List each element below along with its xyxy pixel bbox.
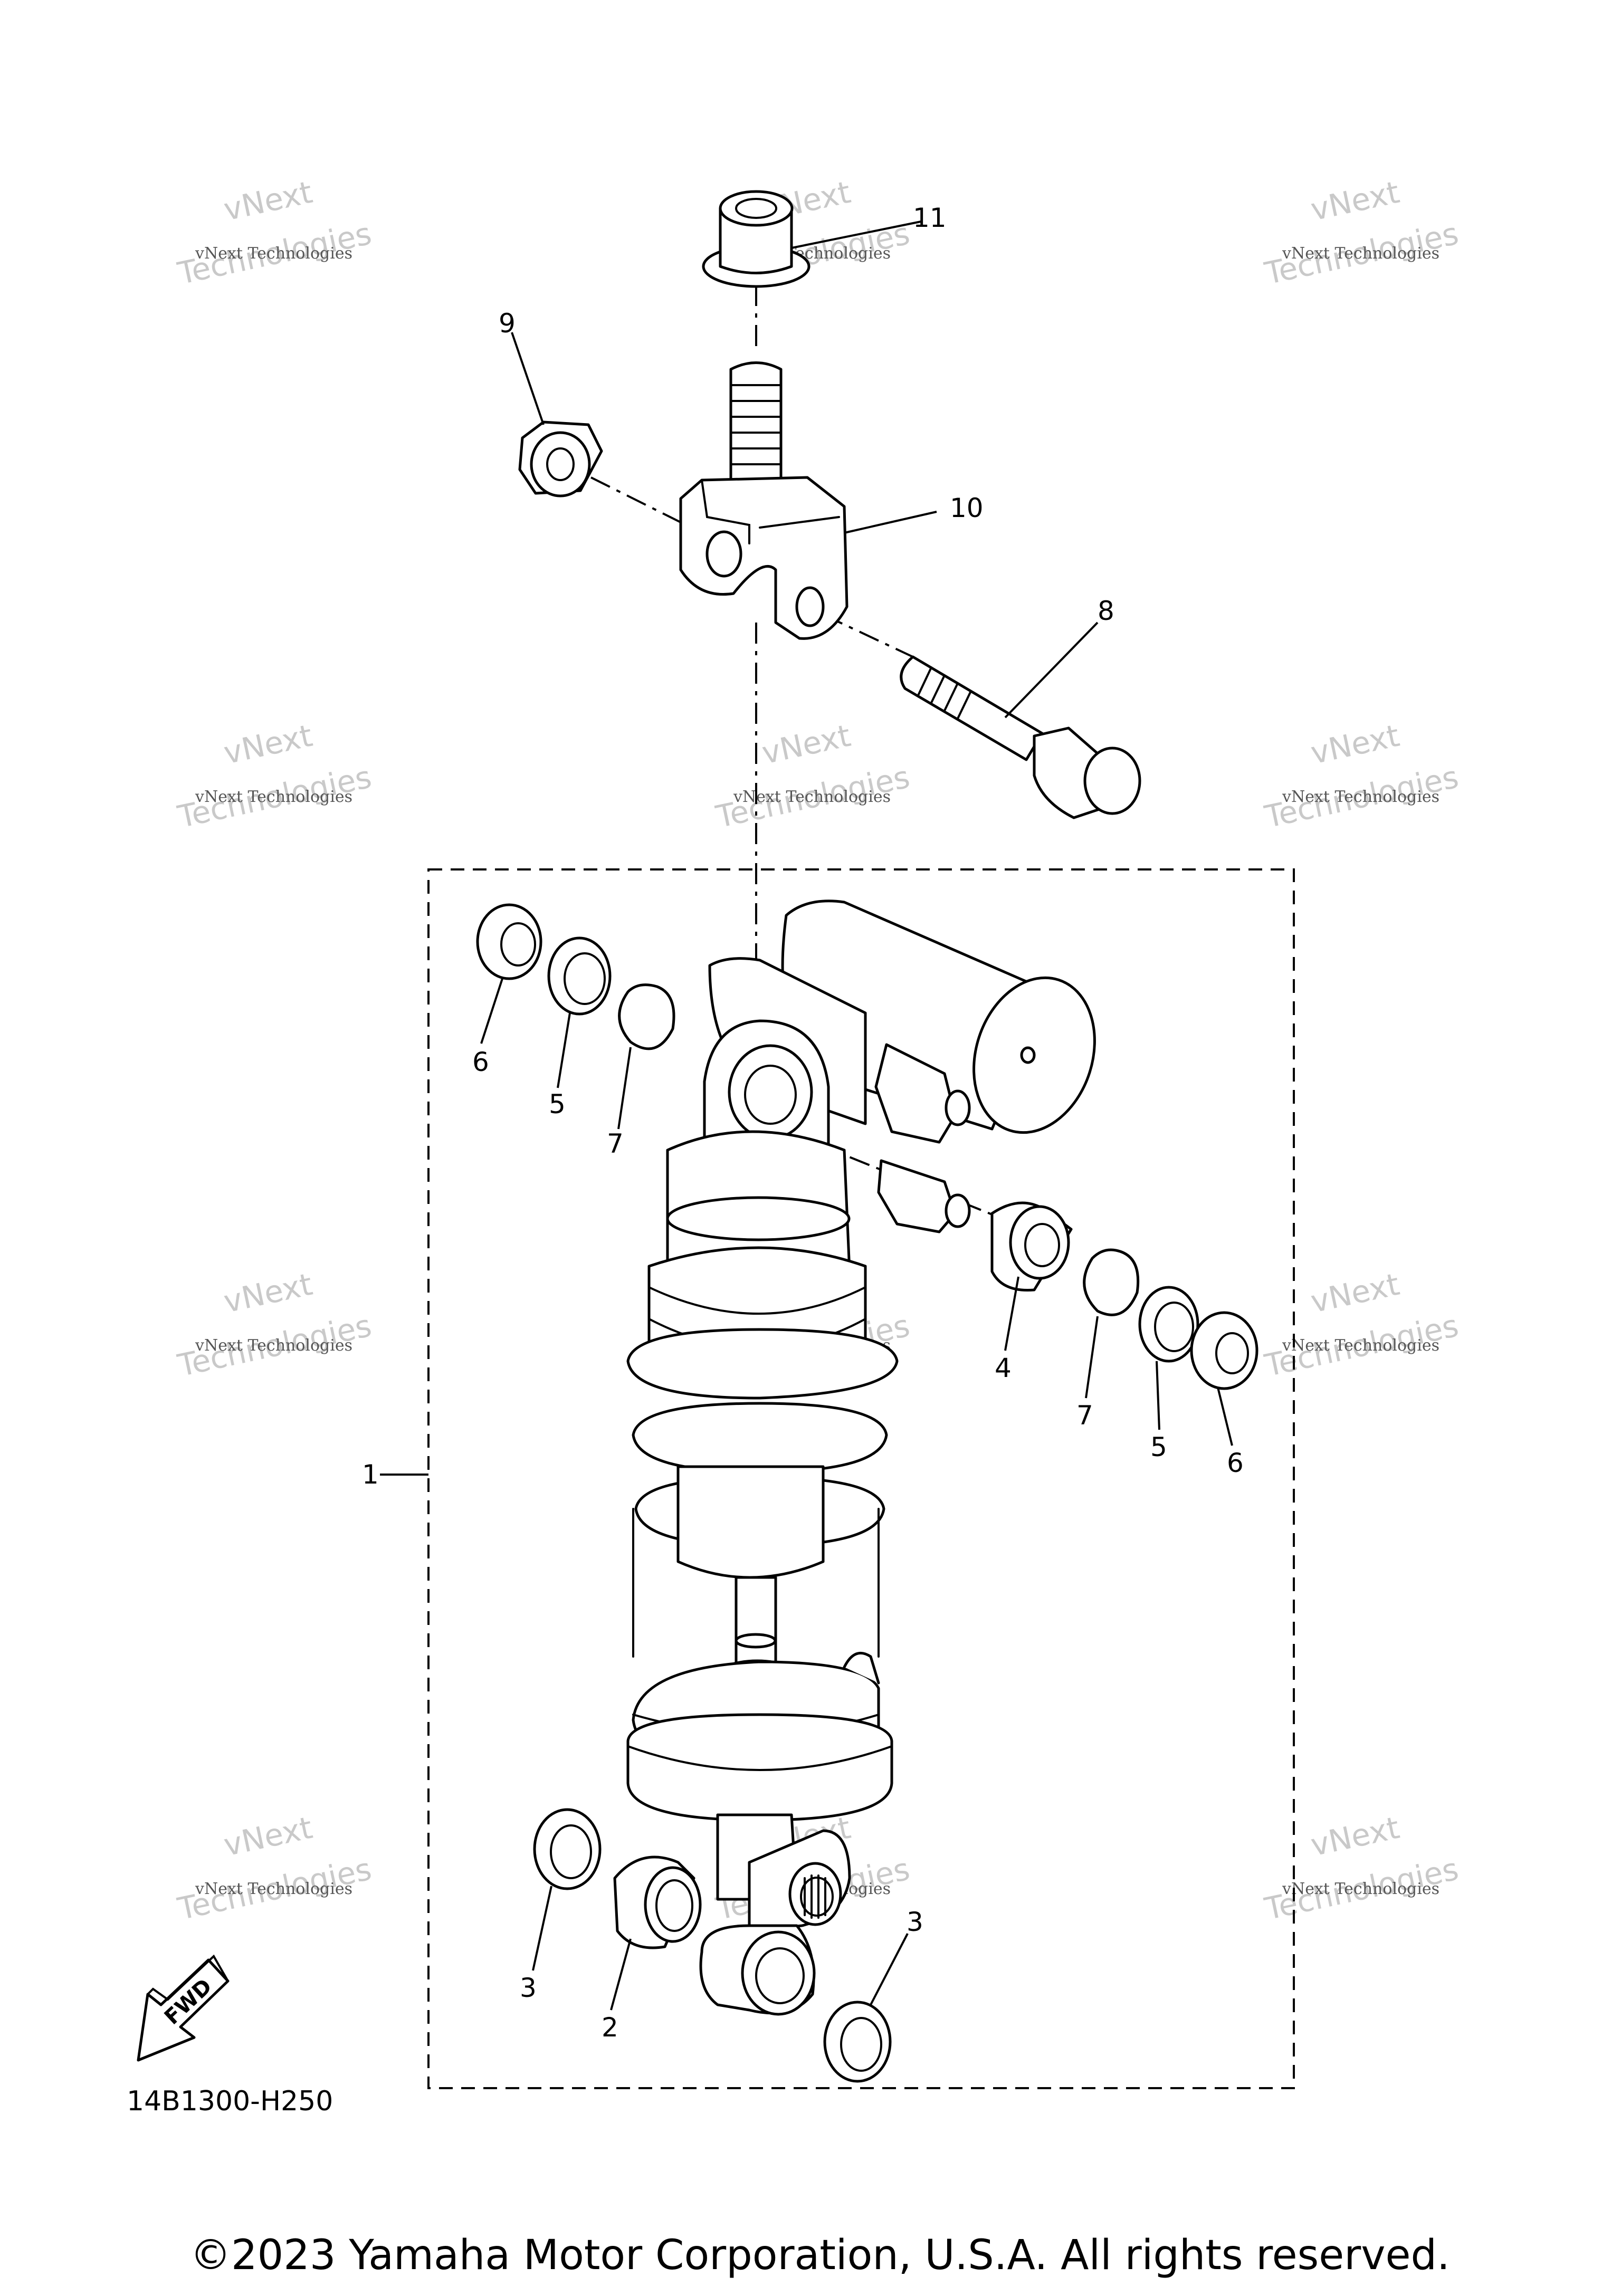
- watermark: vNext Technologies vNext Technologies: [1261, 174, 1462, 292]
- callout-4: 4: [995, 1353, 1012, 1383]
- watermark: vNext Technologies vNext Technologies: [1261, 1266, 1462, 1384]
- svg-text:vNext Technologies: vNext Technologies: [1282, 788, 1439, 806]
- watermark: vNext Technologies vNext Technologies: [174, 174, 375, 292]
- callout-8: 8: [1098, 596, 1114, 626]
- callout-5-right: 5: [1150, 1432, 1167, 1462]
- nut-part-11: [702, 190, 810, 288]
- svg-text:vNext: vNext: [1308, 1810, 1403, 1863]
- watermark: vNext Technologies vNext Technologies: [1261, 1810, 1462, 1927]
- collar-part-6-right: [1190, 1311, 1258, 1390]
- watermark: vNext Technologies vNext Technologies: [174, 1810, 375, 1927]
- nut-part-9: [518, 420, 603, 498]
- callout-11: 11: [913, 203, 947, 233]
- callout-5-left: 5: [549, 1089, 566, 1120]
- bearing-part-2: [613, 1855, 702, 1949]
- callout-7-right: 7: [1076, 1400, 1093, 1431]
- collar-part-6-left: [476, 903, 542, 980]
- svg-text:vNext: vNext: [221, 1266, 316, 1320]
- shock-absorber-part-1: [626, 900, 1096, 2016]
- svg-text:vNext Technologies: vNext Technologies: [1282, 1880, 1439, 1898]
- svg-text:vNext: vNext: [759, 718, 854, 771]
- callout-2: 2: [602, 2012, 618, 2043]
- diagram-code: 14B1300-H250: [127, 2085, 333, 2117]
- callout-9: 9: [499, 308, 516, 339]
- oil-seal-part-3-left: [533, 1808, 602, 1890]
- svg-text:vNext Technologies: vNext Technologies: [1282, 1336, 1439, 1355]
- svg-text:vNext Technologies: vNext Technologies: [195, 1880, 352, 1898]
- callout-1: 1: [362, 1459, 379, 1490]
- callout-6-left: 6: [472, 1047, 489, 1077]
- circlip-part-7-right: [1083, 1248, 1140, 1316]
- callout-3-left: 3: [520, 1973, 537, 2003]
- callout-10: 10: [950, 493, 984, 523]
- copyright-notice: ©2023 Yamaha Motor Corporation, U.S.A. A…: [190, 2232, 1450, 2279]
- watermark: vNext Technologies vNext Technologies: [1261, 718, 1462, 835]
- oil-seal-part-3-right: [823, 2001, 892, 2083]
- svg-text:vNext: vNext: [1308, 718, 1403, 771]
- callout-6-right: 6: [1227, 1448, 1244, 1478]
- svg-text:vNext Technologies: vNext Technologies: [195, 244, 352, 263]
- svg-text:vNext: vNext: [1308, 1266, 1403, 1320]
- fwd-arrow-icon: FWD: [137, 1954, 230, 2062]
- svg-text:vNext: vNext: [221, 174, 316, 228]
- callout-numbers: 11 9 10 8 6 5 7 4 7 5 6 1 2 3 3: [362, 203, 1244, 2043]
- watermark: vNext Technologies vNext Technologies: [174, 718, 375, 835]
- callout-3-right: 3: [907, 1907, 923, 1937]
- svg-text:vNext: vNext: [1308, 174, 1403, 228]
- svg-text:vNext: vNext: [221, 718, 316, 771]
- bushing-part-4: [990, 1201, 1073, 1292]
- svg-text:vNext Technologies: vNext Technologies: [195, 1336, 352, 1355]
- bracket-part-10: [679, 361, 848, 640]
- bolt-part-8: [900, 655, 1141, 819]
- svg-text:vNext Technologies: vNext Technologies: [195, 788, 352, 806]
- watermark: vNext Technologies vNext Technologies: [712, 718, 913, 835]
- oil-seal-part-5-right: [1138, 1286, 1199, 1363]
- leader-lines: [380, 221, 1233, 2011]
- callout-7-left: 7: [607, 1128, 624, 1159]
- svg-text:vNext: vNext: [221, 1810, 316, 1863]
- circlip-part-7-left: [618, 983, 675, 1050]
- assembly-boundary-box: [427, 868, 1295, 2089]
- oil-seal-part-5-left: [547, 936, 612, 1016]
- watermark: vNext Technologies vNext Technologies: [174, 1266, 375, 1384]
- svg-text:vNext Technologies: vNext Technologies: [1282, 244, 1439, 263]
- svg-text:vNext Technologies: vNext Technologies: [733, 788, 891, 806]
